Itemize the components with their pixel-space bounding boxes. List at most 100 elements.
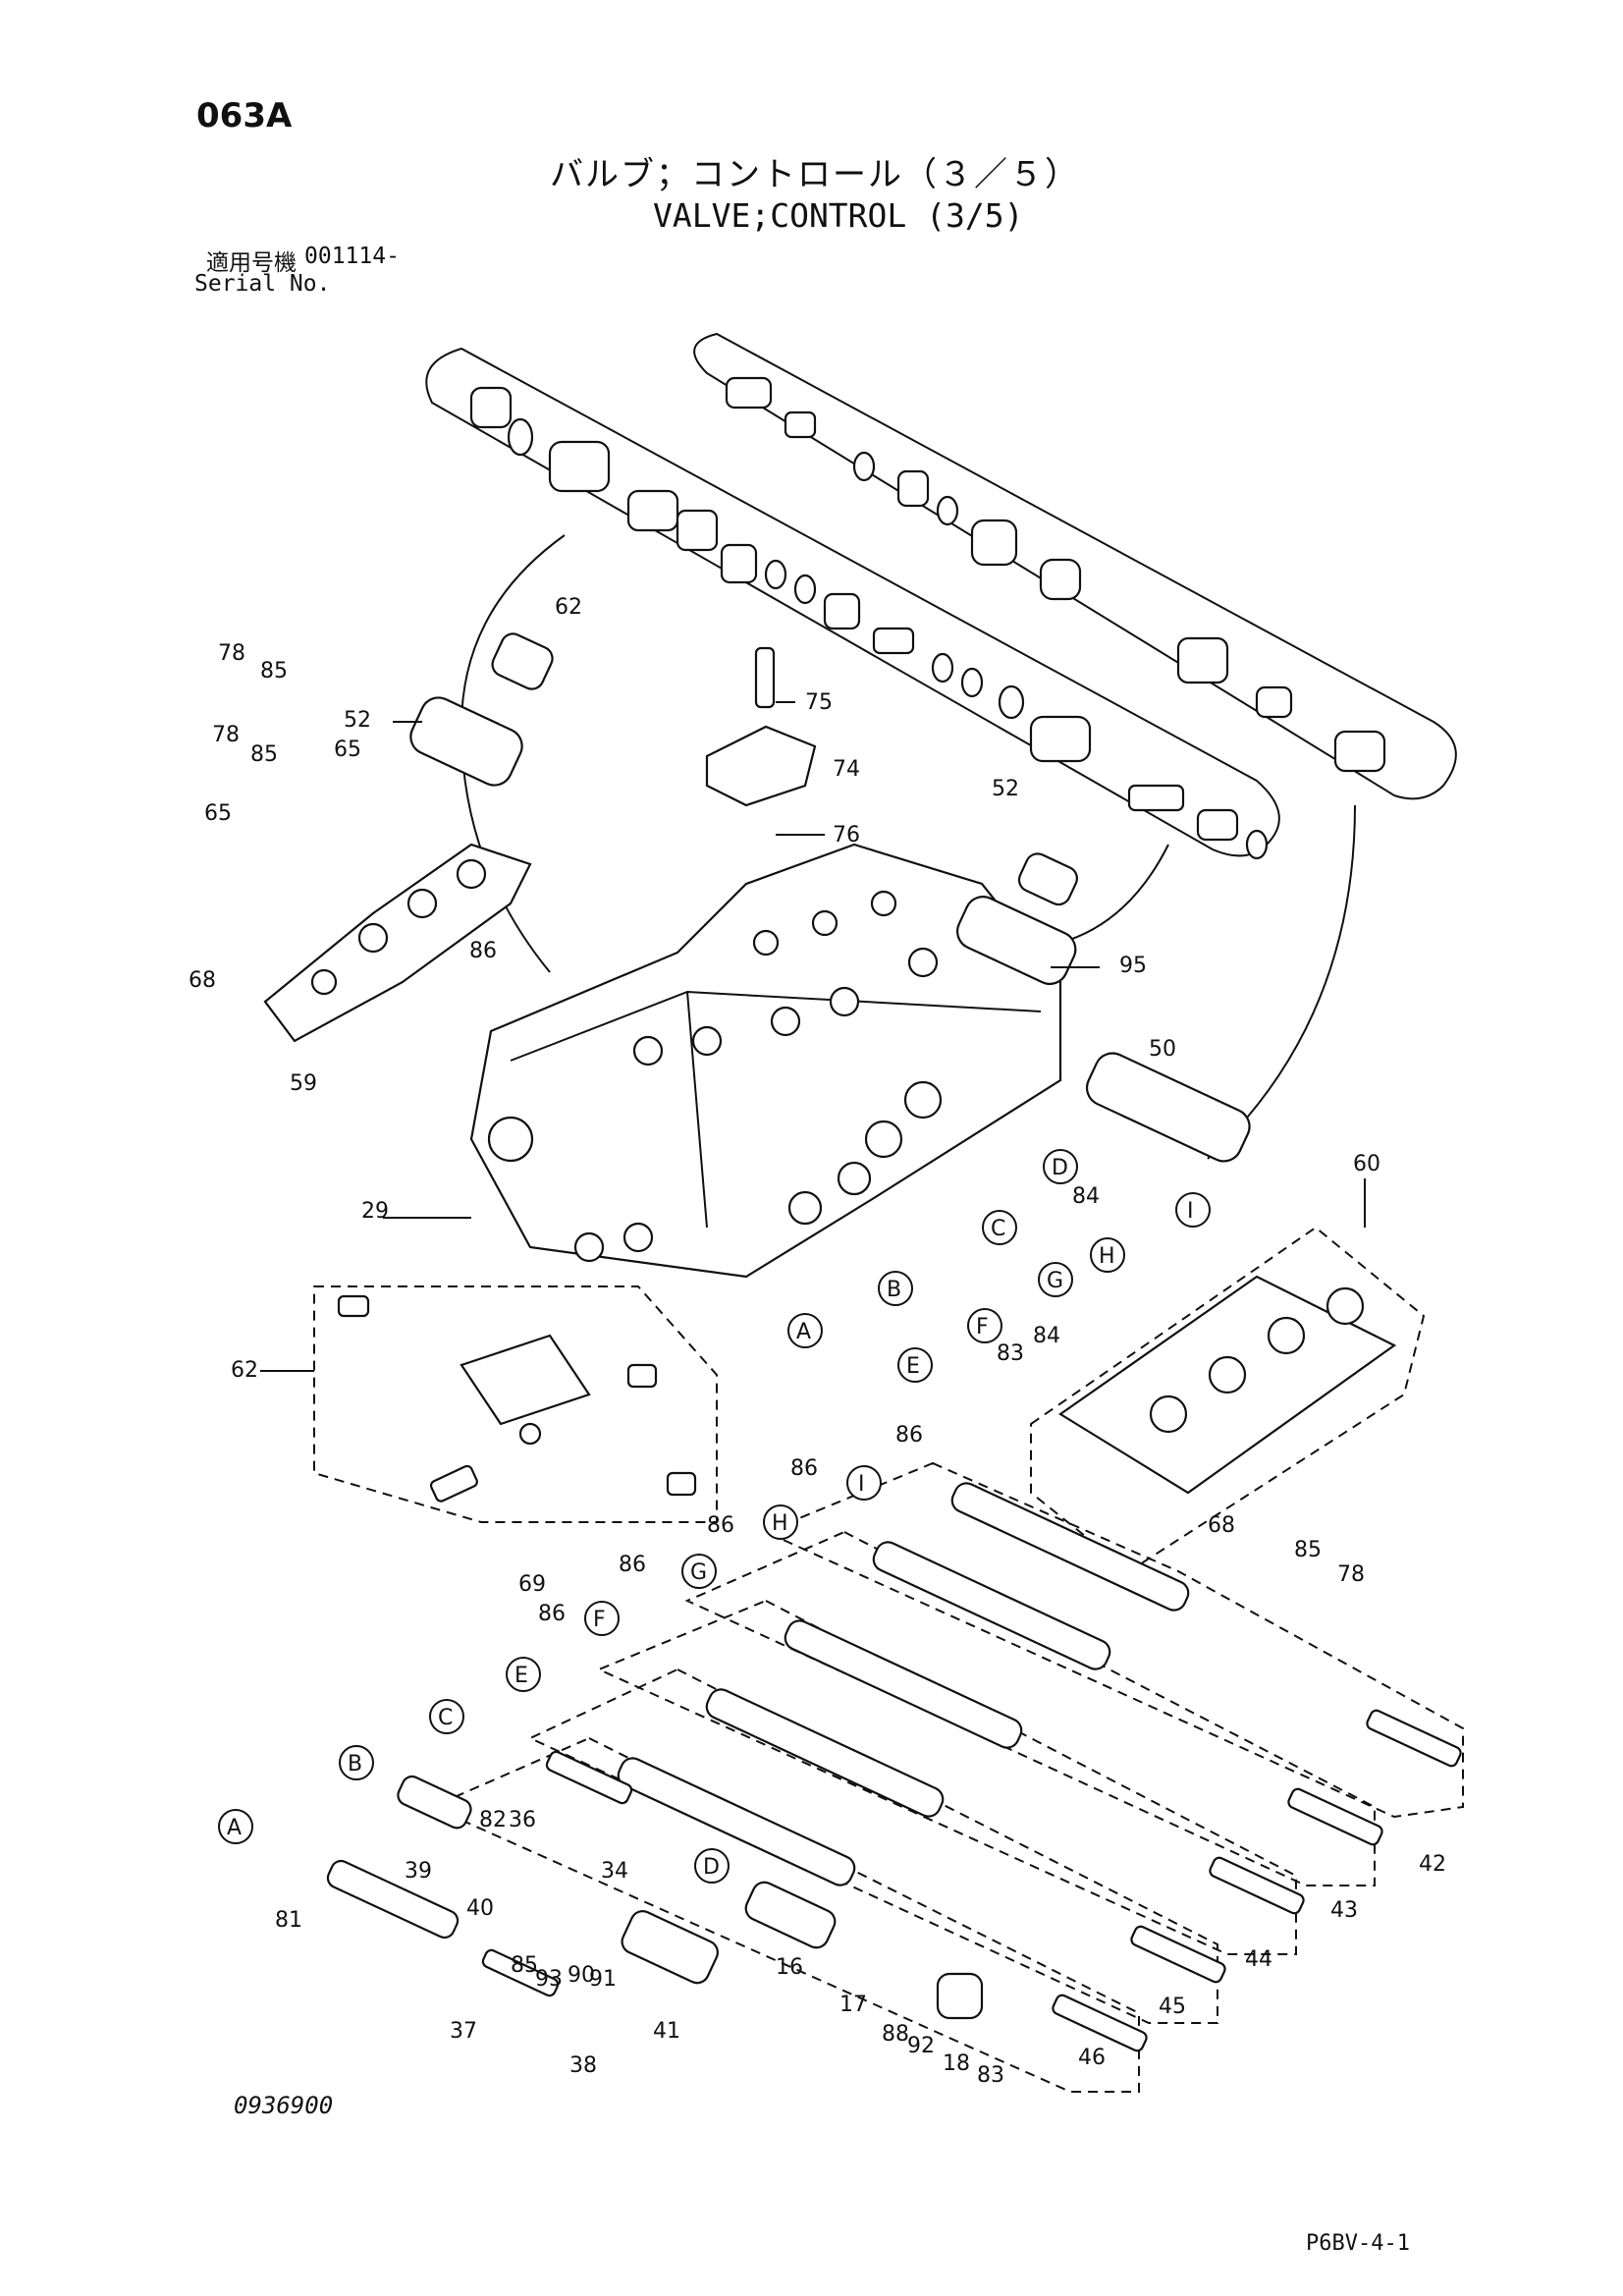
callout-E-1: E [897, 1347, 933, 1383]
part-16 [744, 1881, 837, 1949]
label-65b: 65 [204, 801, 232, 826]
svg-text:A: A [227, 1816, 242, 1840]
svg-text:B: B [348, 1752, 362, 1777]
svg-text:G: G [690, 1560, 707, 1585]
part-34 [545, 1750, 633, 1805]
callout-F-2: F [584, 1601, 620, 1636]
svg-text:C: C [438, 1706, 453, 1730]
svg-text:G: G [1047, 1269, 1063, 1293]
serial-number-value: 001114- [304, 244, 400, 269]
label-16: 16 [776, 1955, 803, 1980]
label-85d: 85 [511, 1953, 538, 1978]
label-93: 93 [535, 1967, 563, 1992]
section-62-parts [337, 1294, 697, 1503]
callout-B-1: B [878, 1271, 913, 1306]
plate-74 [705, 725, 817, 807]
label-37: 37 [450, 2019, 477, 2044]
callout-A-2: A [218, 1809, 253, 1844]
label-85c: 85 [1294, 1538, 1322, 1562]
label-82: 82 [479, 1808, 507, 1832]
svg-text:E: E [906, 1354, 920, 1379]
label-85b: 85 [250, 742, 278, 767]
callout-B-2: B [339, 1745, 374, 1780]
callout-D-1: D [1043, 1149, 1078, 1184]
spool-group-43 [684, 1530, 1383, 1886]
relief-valve-95 [956, 896, 1077, 986]
label-59: 59 [290, 1071, 317, 1096]
spool-group-42 [763, 1461, 1464, 1819]
label-85a: 85 [260, 659, 288, 683]
serial-label-english: Serial No. [194, 271, 331, 297]
part-37 [481, 1948, 560, 1997]
spool-group-44 [596, 1599, 1305, 1955]
part-labels: 62 52 52 75 74 76 95 50 78 78 85 85 65 6… [189, 595, 1446, 2088]
page-code: 063A [196, 96, 293, 136]
label-81: 81 [275, 1908, 302, 1933]
label-17: 17 [839, 1993, 867, 2017]
label-83b: 83 [977, 2063, 1004, 2088]
relief-valve-51 [409, 696, 523, 787]
label-34: 34 [601, 1859, 628, 1884]
leader-lines [260, 701, 1366, 1372]
screw-75 [754, 646, 776, 709]
label-43: 43 [1330, 1898, 1358, 1923]
part-18 [936, 1972, 984, 2020]
label-29: 29 [361, 1199, 389, 1224]
label-41: 41 [653, 2019, 680, 2044]
label-78a: 78 [218, 641, 245, 666]
label-45: 45 [1159, 1995, 1186, 2019]
serial-label-japanese: 適用号機 [206, 250, 297, 276]
label-36: 36 [509, 1808, 536, 1832]
svg-text:I: I [1187, 1199, 1194, 1224]
part-81 [326, 1859, 460, 1940]
label-86e: 86 [619, 1553, 646, 1577]
svg-text:A: A [796, 1320, 811, 1344]
svg-text:D: D [1052, 1156, 1068, 1180]
parts-strip-upper-right [693, 332, 1457, 800]
callout-F-1: F [967, 1308, 1002, 1343]
label-51: 52 [344, 708, 371, 733]
label-74: 74 [833, 757, 860, 782]
label-78b: 78 [212, 723, 240, 747]
callout-I-2: I [846, 1465, 882, 1501]
label-69: 69 [518, 1572, 546, 1597]
callout-E-2: E [506, 1657, 541, 1692]
spool-group-45 [527, 1667, 1226, 2024]
svg-text:I: I [858, 1472, 865, 1497]
parts-strip-upper-left [425, 347, 1280, 857]
plug-52-right [1017, 852, 1078, 906]
label-40: 40 [466, 1896, 494, 1921]
valve-50 [1085, 1052, 1251, 1163]
label-42: 42 [1419, 1852, 1446, 1877]
svg-text:F: F [593, 1608, 606, 1632]
main-valve-body [469, 843, 1062, 1279]
label-86d: 86 [707, 1513, 734, 1538]
callout-G-2: G [681, 1554, 717, 1589]
label-83a: 83 [997, 1341, 1024, 1366]
svg-text:D: D [703, 1855, 720, 1880]
label-76: 76 [833, 823, 860, 847]
svg-text:H: H [772, 1511, 788, 1536]
label-86a: 86 [469, 939, 497, 963]
label-91: 91 [589, 1967, 617, 1992]
label-75: 75 [805, 690, 833, 715]
label-52: 62 [555, 595, 582, 620]
plug-52-left [491, 632, 554, 690]
callout-C-1: C [982, 1210, 1017, 1245]
callout-I-1: I [1175, 1192, 1211, 1228]
bracket-59 [263, 843, 532, 1043]
callout-H-1: H [1090, 1237, 1125, 1273]
part-39 [397, 1775, 472, 1830]
label-68a: 68 [189, 968, 216, 993]
label-44: 44 [1245, 1947, 1272, 1972]
callout-A-1: A [787, 1313, 823, 1348]
label-46: 46 [1078, 2046, 1106, 2070]
section-60-block [1057, 1275, 1397, 1495]
label-65a: 65 [334, 738, 361, 762]
section-60-boundary [1030, 1226, 1426, 1573]
label-18: 18 [943, 2051, 970, 2076]
strip-components-right [725, 376, 1386, 773]
svg-text:F: F [976, 1315, 989, 1339]
label-88: 88 [882, 2022, 909, 2047]
svg-text:C: C [991, 1217, 1005, 1241]
